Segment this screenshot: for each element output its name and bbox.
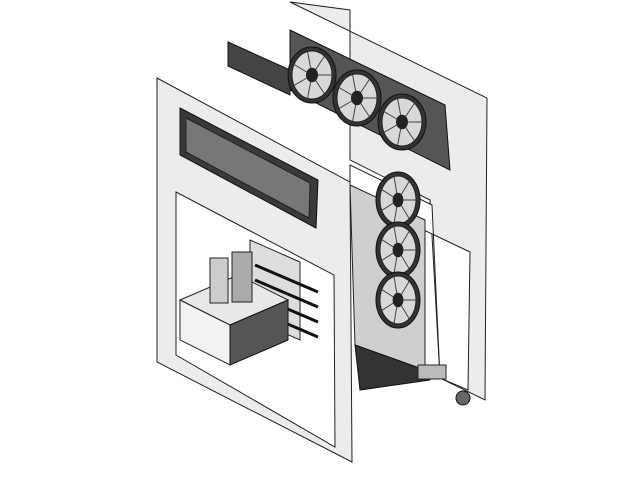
fittings (417, 364, 471, 406)
fan (375, 271, 421, 329)
fan (377, 93, 427, 151)
fan (375, 221, 421, 279)
fan (375, 171, 421, 229)
fan (332, 69, 382, 127)
pump-reservoir (209, 251, 253, 304)
side-fans (375, 171, 421, 329)
fan (287, 46, 337, 104)
top-fans (287, 46, 427, 151)
radiator (179, 107, 319, 229)
